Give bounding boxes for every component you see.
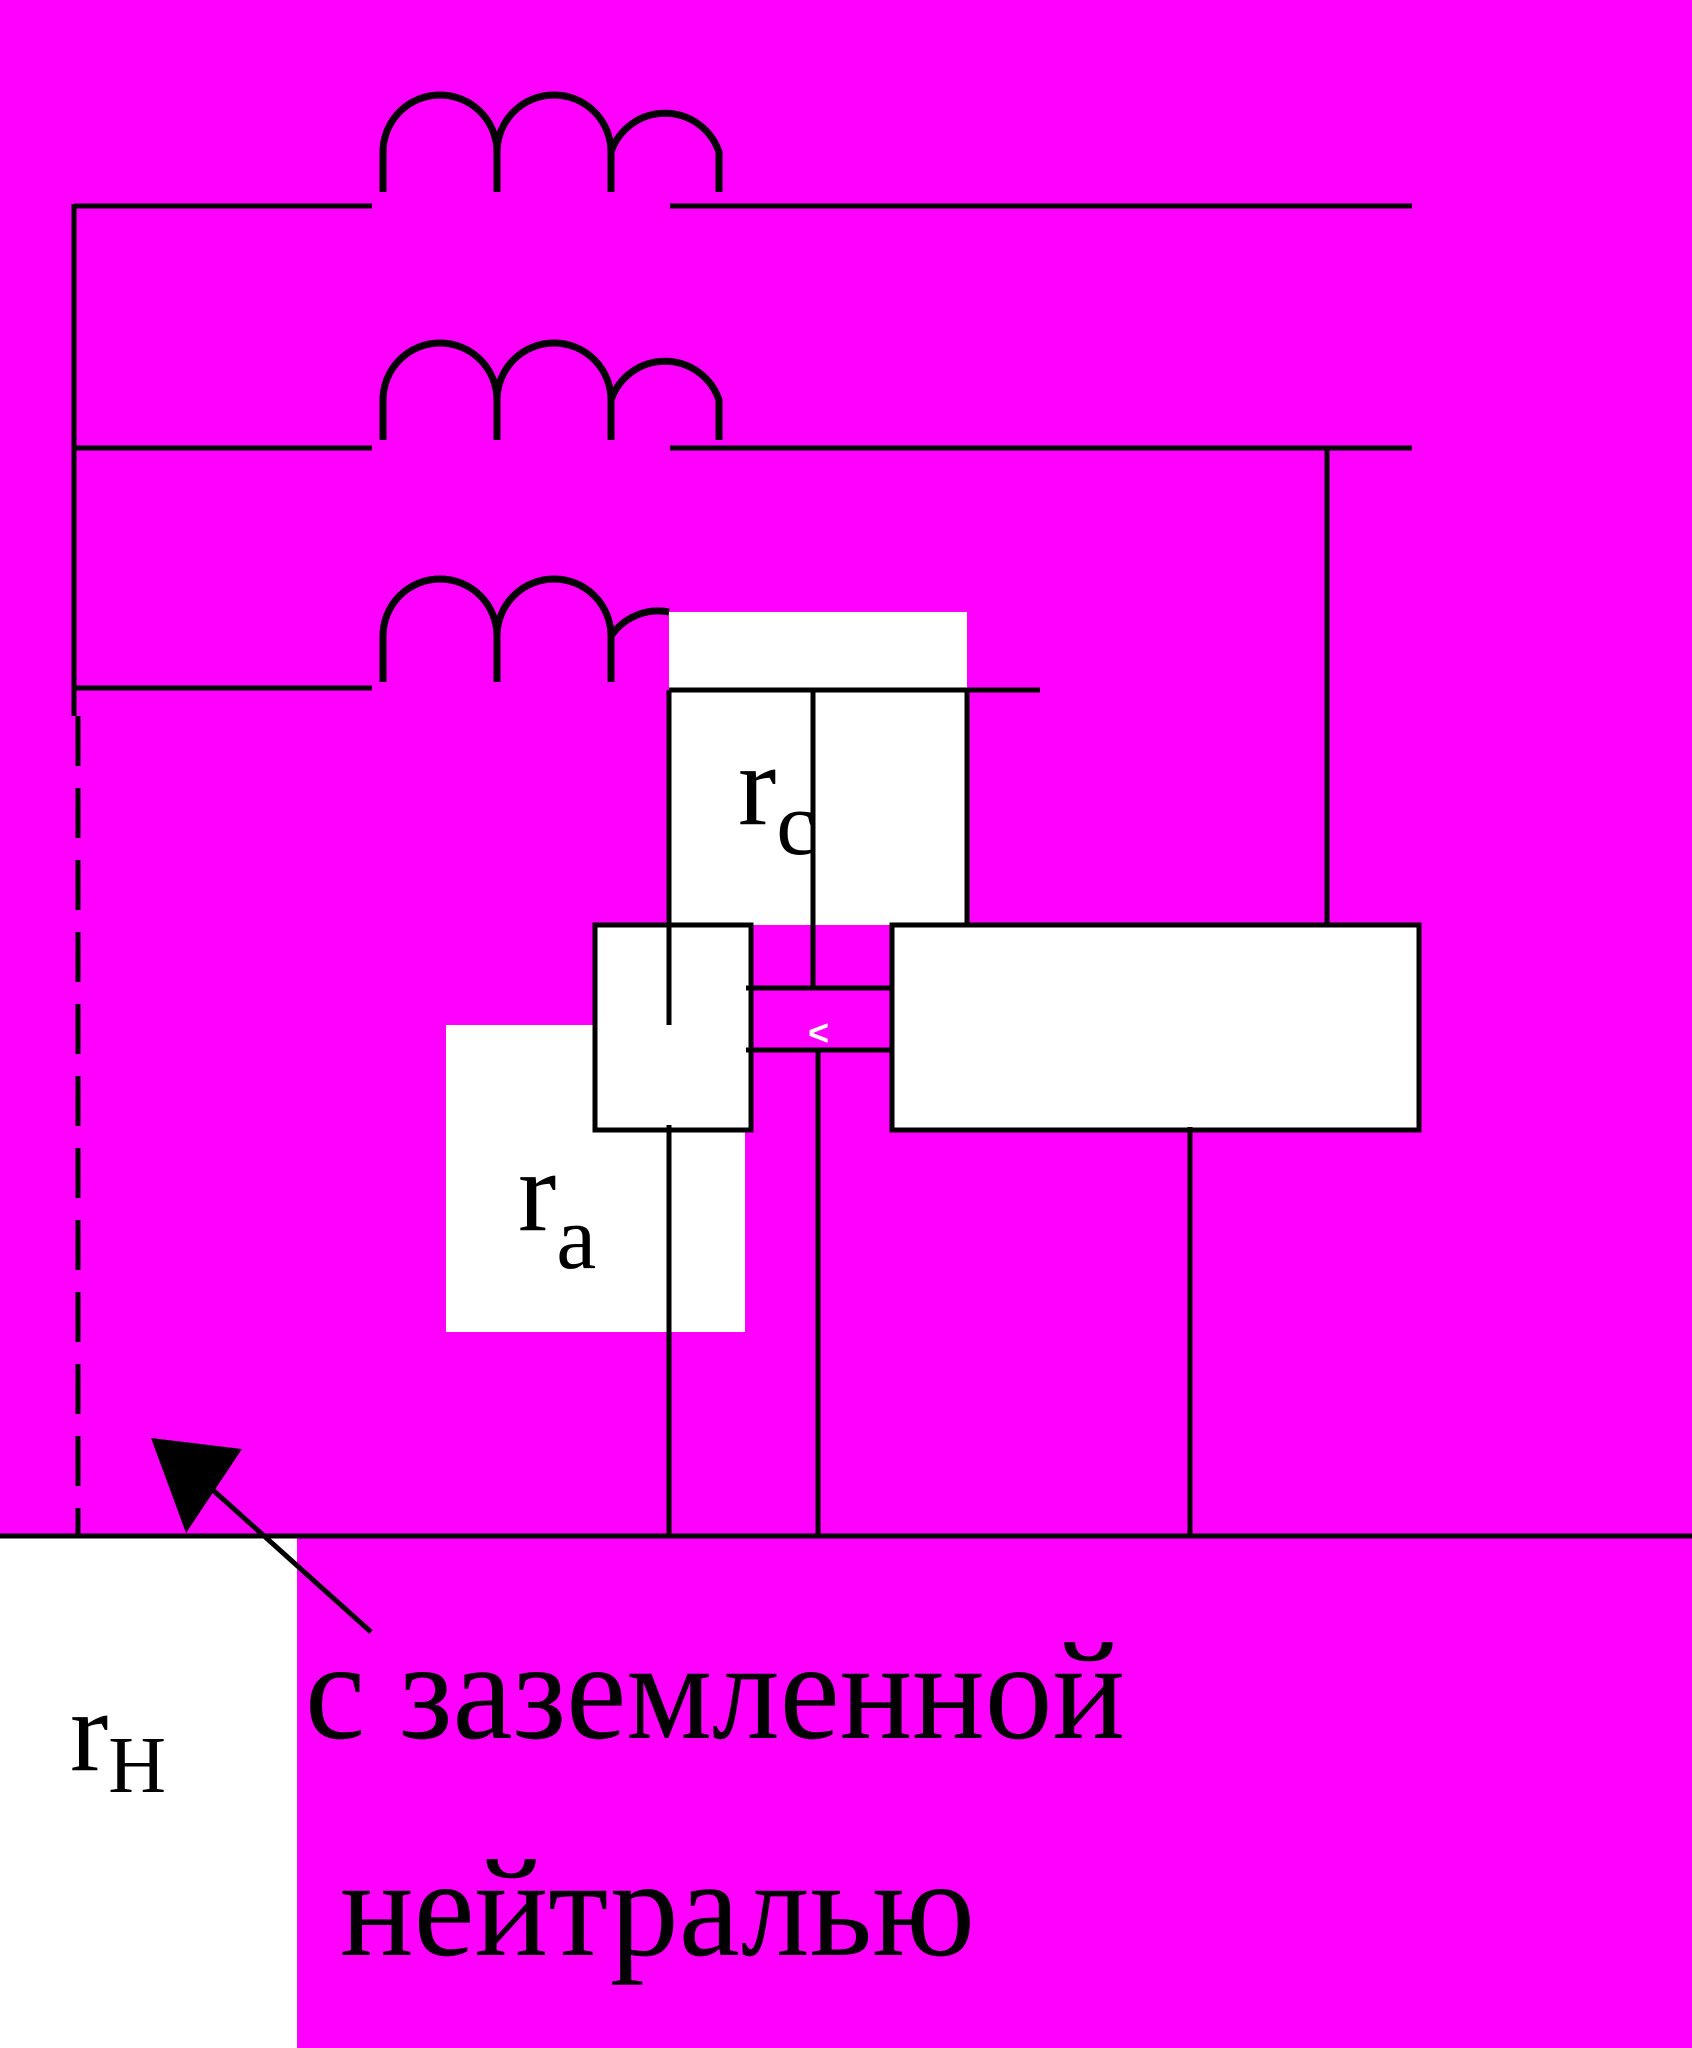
left-meter-box <box>592 922 754 1133</box>
rn-label: rН <box>70 1668 166 1810</box>
phase-2-coil <box>379 339 723 440</box>
rn-label-panel <box>0 1538 297 2048</box>
caption-line-2: нейтралью <box>340 1831 975 1986</box>
ra-label: ra <box>518 1128 596 1288</box>
phase-1-coil <box>379 91 723 192</box>
rc-label-panel <box>669 612 967 925</box>
phase-3-coil <box>379 575 670 682</box>
arrow-head <box>151 1438 242 1533</box>
link-mark: < <box>808 1012 829 1053</box>
right-meter-box <box>889 922 1422 1133</box>
rc-label: rc <box>738 722 816 874</box>
arrow-shaft <box>202 1480 373 1634</box>
caption-line-1: с заземленной <box>305 1614 1125 1769</box>
